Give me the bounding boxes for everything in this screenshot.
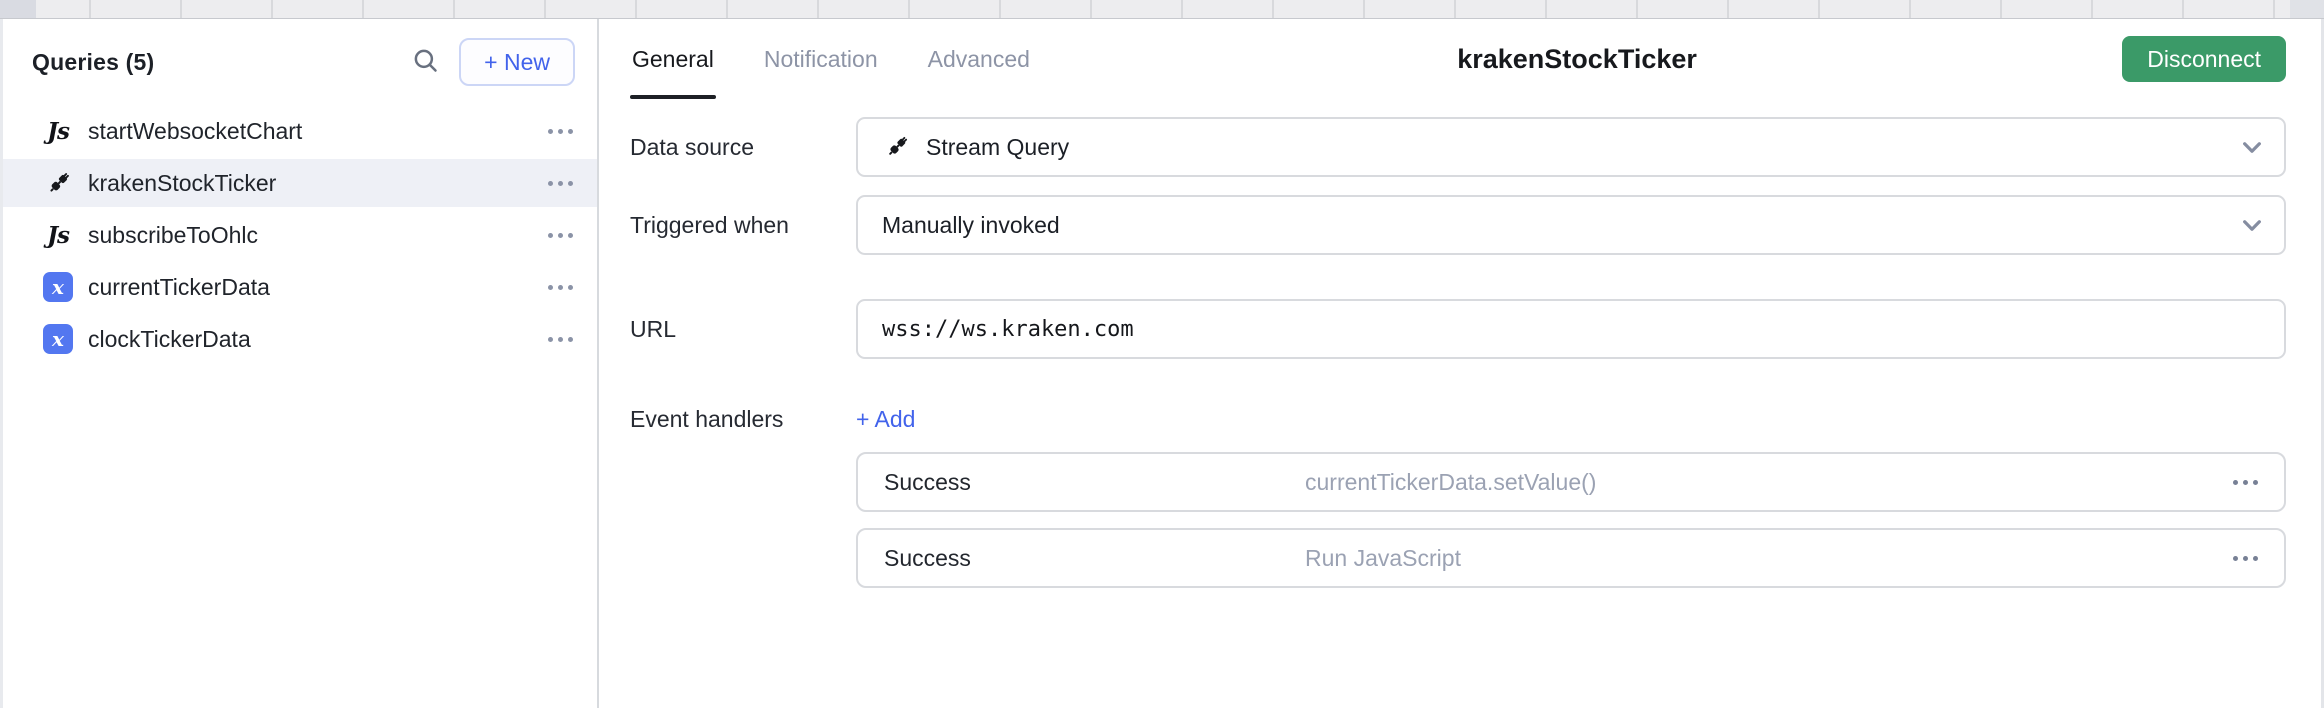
more-options-icon[interactable] bbox=[548, 128, 573, 134]
triggered-when-select[interactable]: Manually invoked bbox=[856, 195, 2286, 255]
more-options-icon[interactable] bbox=[548, 284, 573, 290]
more-options-icon[interactable] bbox=[548, 180, 573, 186]
tab-notification[interactable]: Notification bbox=[763, 45, 878, 72]
event-handler-row[interactable]: Success Run JavaScript bbox=[856, 528, 2286, 588]
settings-header: General Notification Advanced krakenStoc… bbox=[630, 19, 2286, 99]
query-settings-panel: General Notification Advanced krakenStoc… bbox=[599, 19, 2324, 708]
query-item-subscribeToOhlc[interactable]: Js subscribeToOhlc bbox=[3, 211, 597, 259]
chevron-down-icon bbox=[2236, 209, 2268, 241]
add-event-handler-link[interactable]: + Add bbox=[856, 405, 916, 432]
url-label: URL bbox=[630, 315, 677, 342]
queries-sidebar: Queries (5) + New Js startWebsocketChart bbox=[0, 19, 599, 708]
query-item-krakenStockTicker[interactable]: krakenStockTicker bbox=[3, 159, 597, 207]
query-item-clockTickerData[interactable]: x clockTickerData bbox=[3, 315, 597, 363]
url-input[interactable] bbox=[858, 301, 2284, 357]
triggered-when-label: Triggered when bbox=[630, 211, 789, 238]
search-icon bbox=[411, 46, 441, 79]
data-source-row: Data source bbox=[630, 117, 2286, 177]
triggered-when-row: Triggered when Manually invoked bbox=[630, 195, 2286, 255]
query-item-startWebsocketChart[interactable]: Js startWebsocketChart bbox=[3, 107, 597, 155]
more-options-icon[interactable] bbox=[2233, 479, 2258, 485]
more-options-icon[interactable] bbox=[548, 232, 573, 238]
data-source-select[interactable]: Stream Query bbox=[856, 117, 2286, 177]
more-options-icon[interactable] bbox=[548, 336, 573, 342]
queries-count-title: Queries (5) bbox=[32, 48, 155, 75]
query-list: Js startWebsocketChart bbox=[3, 107, 597, 363]
stream-query-icon bbox=[882, 132, 912, 162]
stream-query-icon bbox=[43, 168, 73, 198]
state-variable-icon: x bbox=[43, 272, 73, 302]
tab-general[interactable]: General bbox=[630, 19, 716, 99]
event-handler-row[interactable]: Success currentTickerData.setValue() bbox=[856, 452, 2286, 512]
event-handlers-label: Event handlers bbox=[630, 405, 784, 432]
query-item-currentTickerData[interactable]: x currentTickerData bbox=[3, 263, 597, 311]
url-row: URL bbox=[630, 299, 2286, 359]
url-field-wrap bbox=[856, 299, 2286, 359]
table-component-edge bbox=[0, 0, 2324, 19]
new-query-button[interactable]: + New bbox=[459, 38, 575, 86]
search-button[interactable] bbox=[407, 42, 445, 83]
page-title: krakenStockTicker bbox=[1457, 43, 1697, 74]
chevron-down-icon bbox=[2236, 131, 2268, 163]
state-variable-icon: x bbox=[43, 324, 73, 354]
disconnect-button[interactable]: Disconnect bbox=[2122, 36, 2286, 82]
sidebar-header: Queries (5) + New bbox=[3, 33, 597, 91]
settings-tabs: General Notification Advanced bbox=[630, 19, 1032, 99]
data-source-label: Data source bbox=[630, 133, 755, 160]
event-handlers-row: Event handlers + Add bbox=[630, 403, 2286, 435]
more-options-icon[interactable] bbox=[2233, 555, 2258, 561]
javascript-icon: Js bbox=[47, 117, 70, 145]
javascript-icon: Js bbox=[47, 221, 70, 249]
tab-advanced[interactable]: Advanced bbox=[927, 45, 1030, 72]
